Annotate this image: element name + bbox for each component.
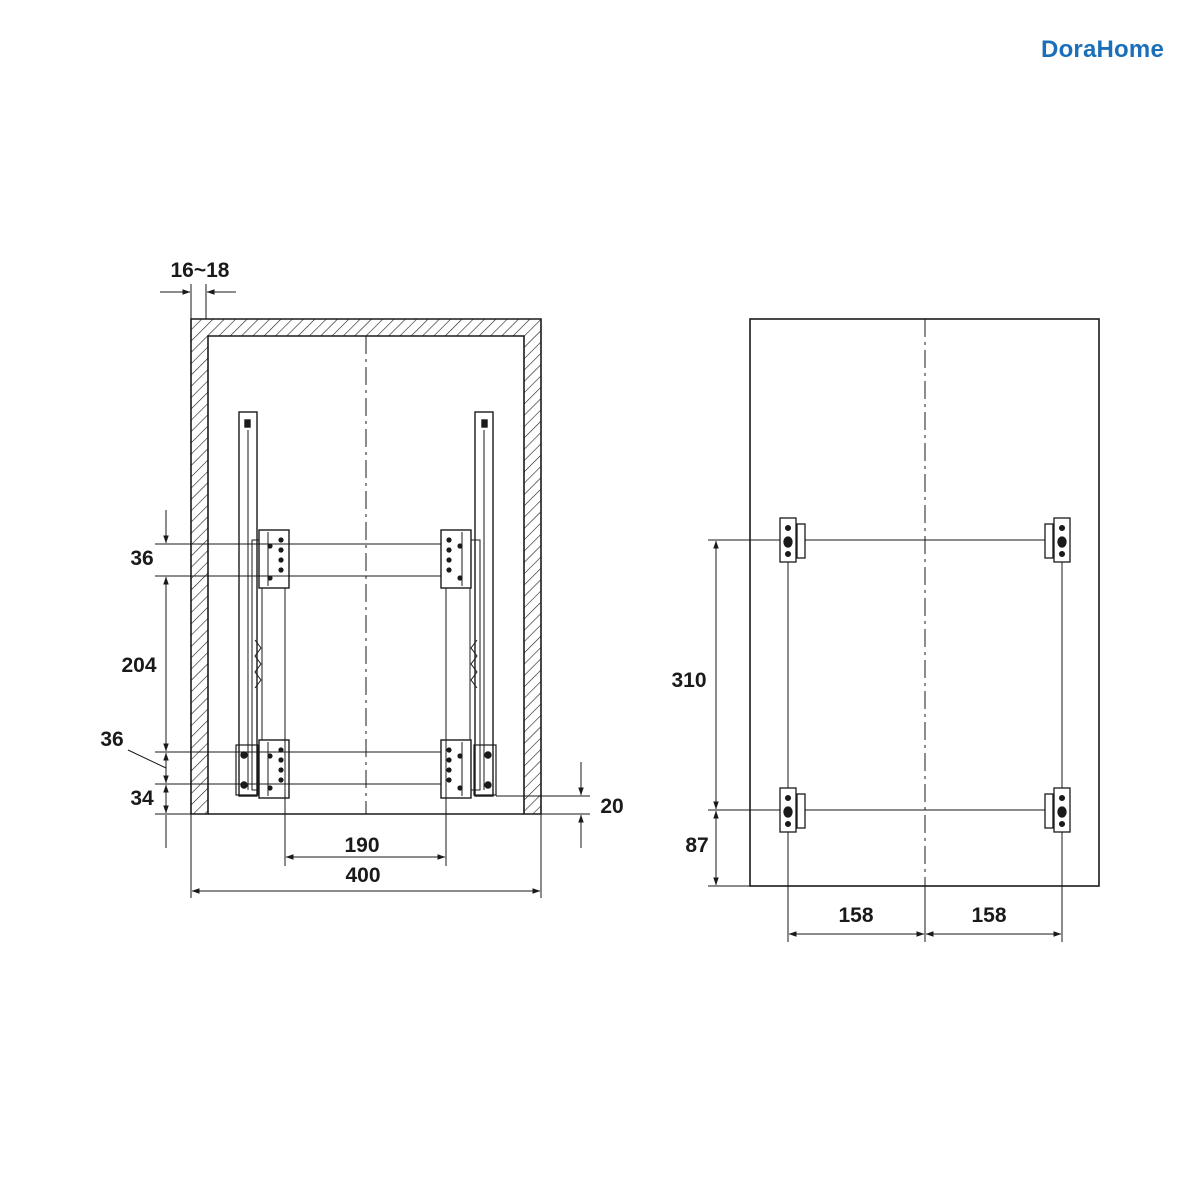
bracket-top-left	[258, 529, 290, 589]
left-rail	[235, 411, 263, 797]
fitting-bottom-left	[779, 787, 806, 833]
cabinet-wall-hatched	[190, 318, 542, 815]
bracket-bottom-left	[258, 739, 290, 799]
front-dimension-lines	[713, 540, 1062, 937]
dim-front-vertical-spacing: 310	[671, 669, 706, 692]
dim-side-thickness: 16~18	[171, 259, 230, 282]
right-rail	[469, 411, 497, 797]
dim-bottom-offset: 34	[130, 787, 154, 810]
dim-rail-spacing: 190	[344, 834, 379, 857]
bracket-reference-lines	[155, 284, 590, 898]
dim-front-left-half: 158	[838, 904, 873, 927]
brand-logo: DoraHome	[1041, 36, 1164, 63]
front-panel-view: 310 87 158 158	[671, 318, 1100, 942]
dim-front-bottom-offset: 87	[685, 834, 708, 857]
fitting-top-right	[1044, 517, 1071, 563]
left-dimension-chain	[127, 510, 169, 848]
dim-bracket-gap: 204	[121, 654, 156, 677]
dim-bracket-pitch-top: 36	[130, 547, 153, 570]
cabinet-section-view: 16~18 36 204 36 34 20 190 400	[100, 259, 624, 898]
dim-front-right-half: 158	[971, 904, 1006, 927]
fitting-bottom-right	[1044, 787, 1071, 833]
front-reference-lines	[708, 539, 1063, 942]
fitting-top-left	[779, 517, 806, 563]
horizontal-dimensions-left	[160, 289, 541, 894]
dim-cabinet-width: 400	[345, 864, 380, 887]
bracket-top-right	[440, 529, 472, 589]
dim-floor-offset: 20	[600, 795, 623, 818]
dim-bracket-pitch-bottom: 36	[100, 728, 123, 751]
